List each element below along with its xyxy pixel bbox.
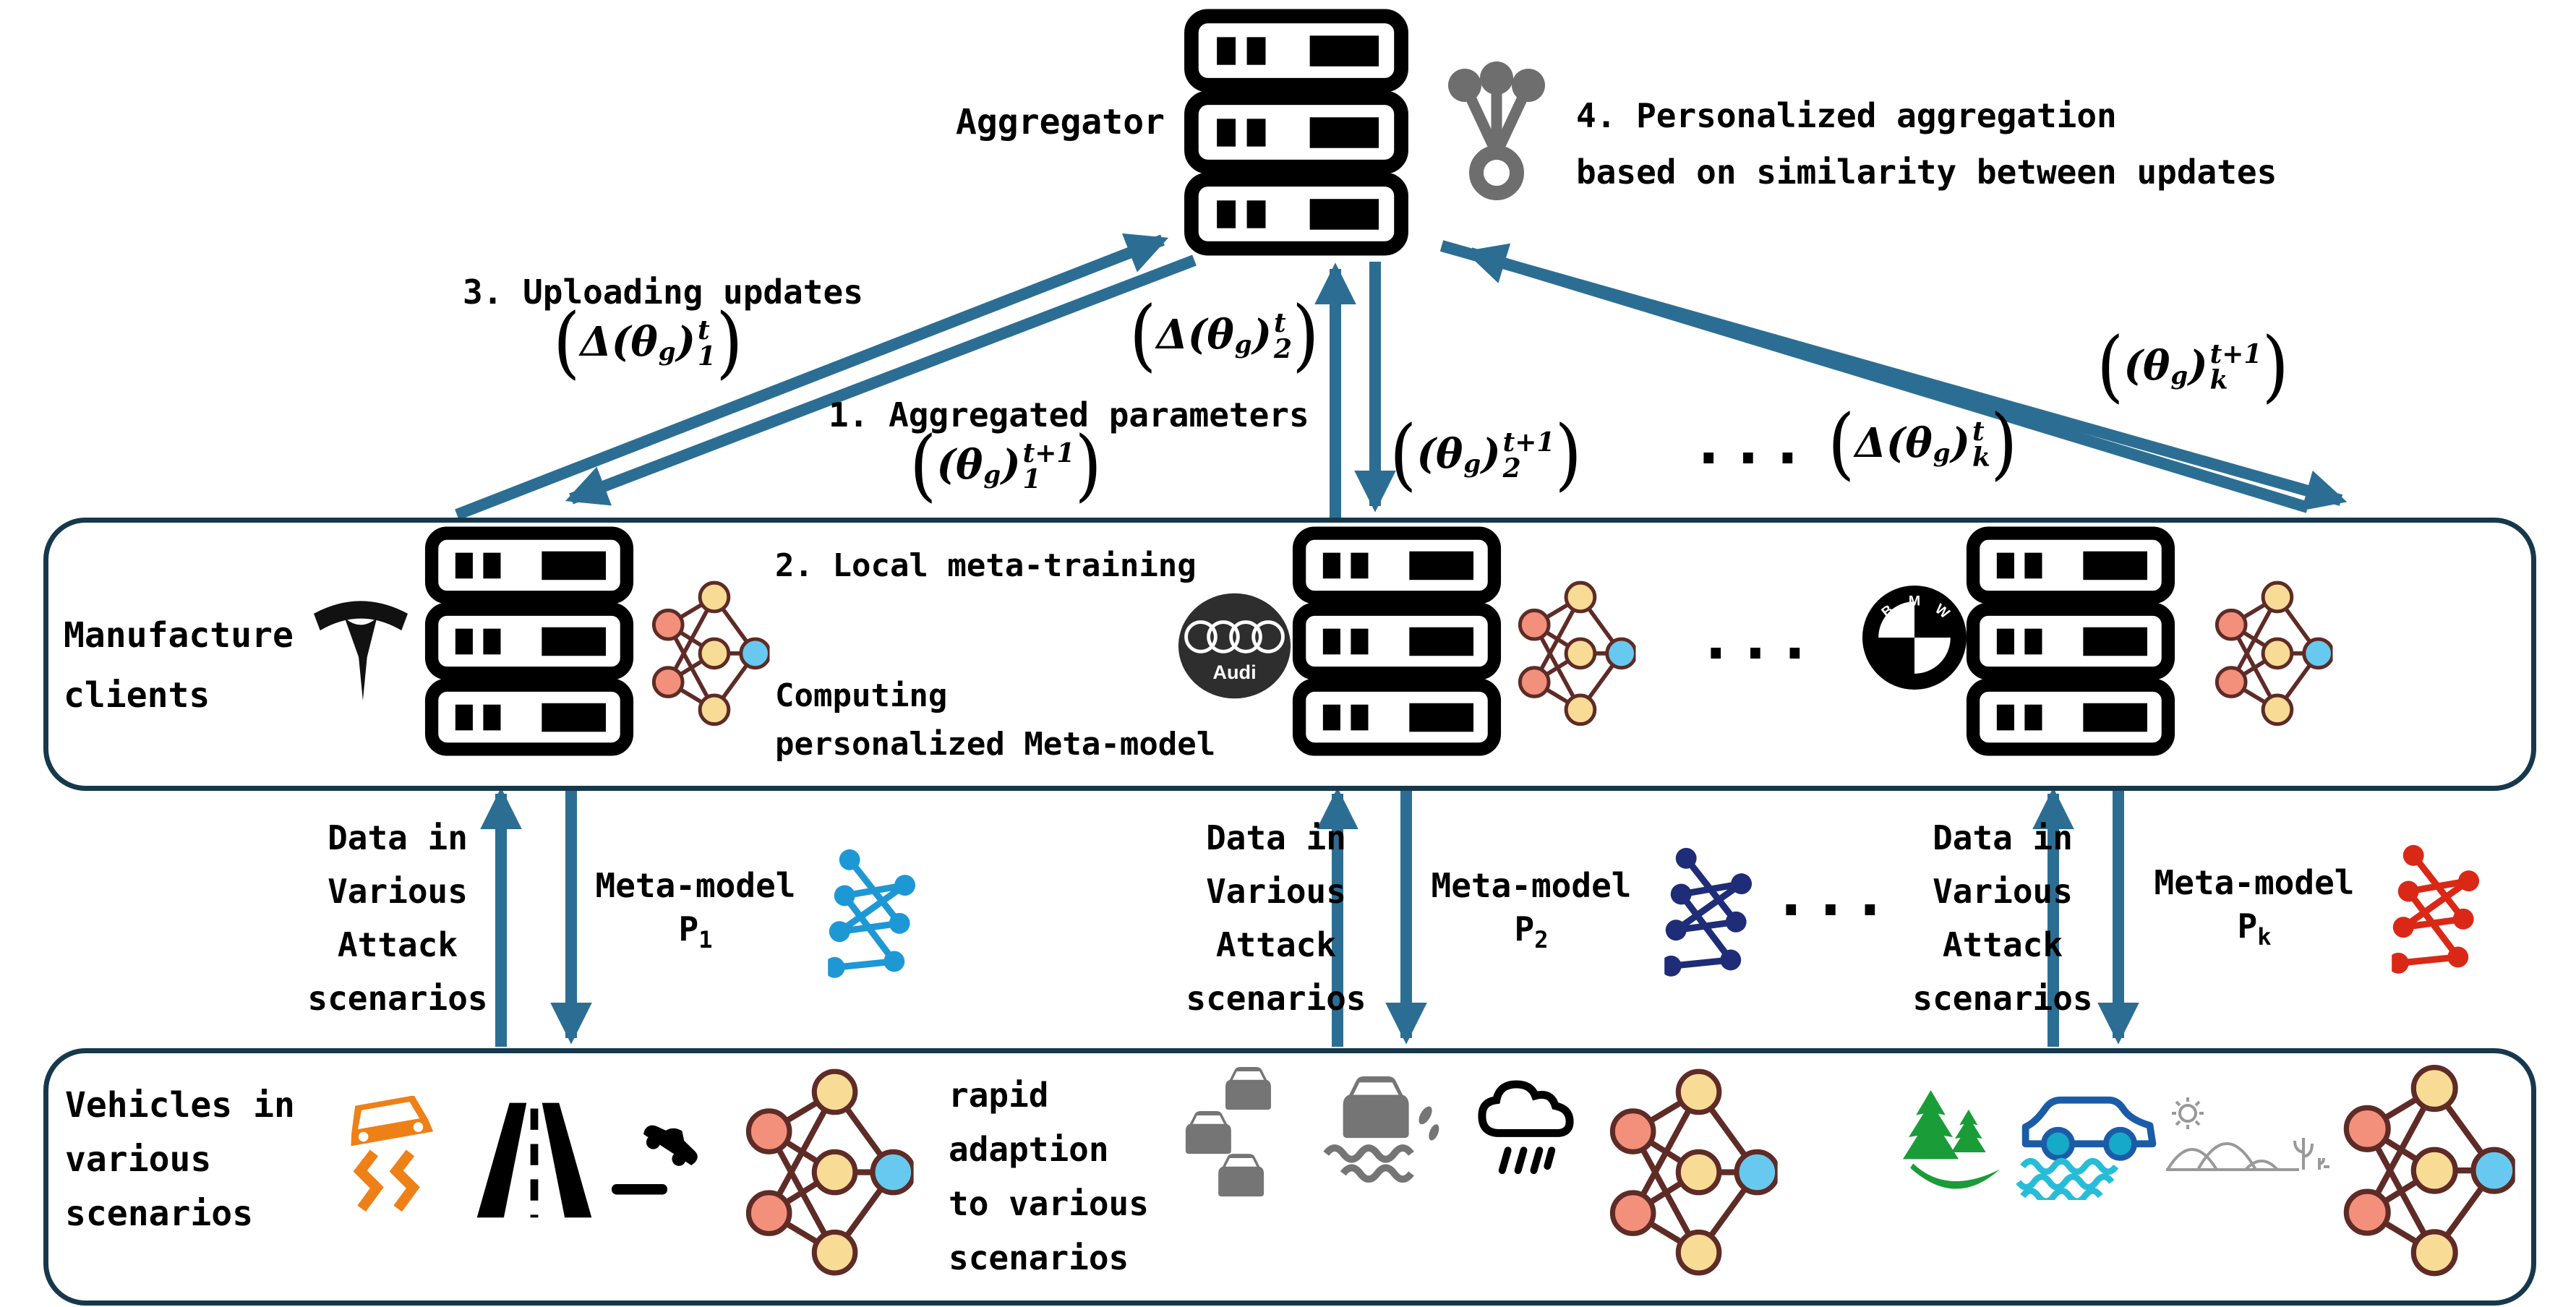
skidding-car-icon — [351, 1096, 434, 1212]
meta-row-ellipsis: ... — [1773, 859, 1891, 930]
bmw-logo: B M W — [1862, 585, 1967, 690]
bmw-letter-m: M — [1909, 593, 1920, 609]
forest-icon — [1903, 1090, 2000, 1189]
vehicles1-neural-network-icon — [734, 1057, 925, 1280]
vehicles-label-line2: various — [65, 1139, 212, 1180]
clientk-server-icon — [1964, 526, 2178, 756]
meta-model-label-2: Meta-model P2 — [1431, 866, 1632, 954]
clientk-neural-network-icon — [2205, 573, 2342, 729]
computing-label-line2: personalized Meta-model — [775, 726, 1216, 763]
step4-label-line2: based on similarity between updates — [1576, 153, 2277, 192]
meta-model-k-network-icon — [2392, 841, 2480, 979]
adaption-label: rapid adaption to various scenarios — [949, 1076, 1149, 1277]
personalized-merge-icon — [1448, 61, 1545, 200]
formula-row-ellipsis: ... — [1690, 407, 1809, 478]
highway-road-icon — [476, 1102, 592, 1218]
rain-cloud-icon — [1478, 1080, 1574, 1175]
arrow-download-aggregator-to-client1 — [565, 254, 1197, 506]
computing-label-line1: Computing — [775, 677, 948, 714]
clients-box-label-line2: clients — [64, 675, 210, 716]
vehicles2-neural-network-icon — [1598, 1057, 1789, 1280]
tesla-logo — [314, 601, 408, 701]
car-on-wet-road-icon — [2016, 1096, 2157, 1200]
vehicles-label-line1: Vehicles in — [65, 1085, 295, 1126]
client1-neural-network-icon — [642, 573, 779, 729]
traffic-jam-icon — [1185, 1067, 1271, 1197]
audi-logo: Audi — [1178, 593, 1291, 699]
step4-label-line1: 4. Personalized aggregation — [1576, 96, 2117, 135]
step3-label: 3. Uploading updates — [463, 273, 863, 312]
step2-label: 2. Local meta-training — [775, 547, 1197, 584]
client2-neural-network-icon — [1508, 573, 1646, 729]
desert-icon — [2166, 1097, 2329, 1171]
aggregator-server-icon — [1155, 9, 1437, 256]
client2-server-icon — [1290, 526, 1504, 756]
clients-ellipsis: ... — [1698, 602, 1816, 673]
audi-logo-text: Audi — [1212, 661, 1256, 683]
meta-model-label-k: Meta-model Pk — [2154, 863, 2355, 951]
clients-box-label-line1: Manufacture — [64, 615, 294, 656]
client1-server-icon — [422, 526, 636, 756]
arrow-upload-clientk-to-aggregator — [1464, 243, 2310, 513]
car-falling-cliff-icon — [612, 1125, 698, 1195]
meta-model-label-1: Meta-model P1 — [595, 866, 796, 954]
meta-model-2-network-icon — [1664, 844, 1753, 982]
step1-label: 1. Aggregated parameters — [829, 395, 1309, 434]
vehicles-box — [43, 1048, 2536, 1306]
flooded-car-icon — [1323, 1076, 1439, 1183]
aggregator-label: Aggregator — [956, 102, 1165, 142]
meta-model-1-network-icon — [828, 846, 916, 983]
vehicles-label-line3: scenarios — [65, 1194, 254, 1234]
vehiclesk-neural-network-icon — [2332, 1053, 2526, 1280]
manufacture-clients-box — [43, 518, 2536, 791]
